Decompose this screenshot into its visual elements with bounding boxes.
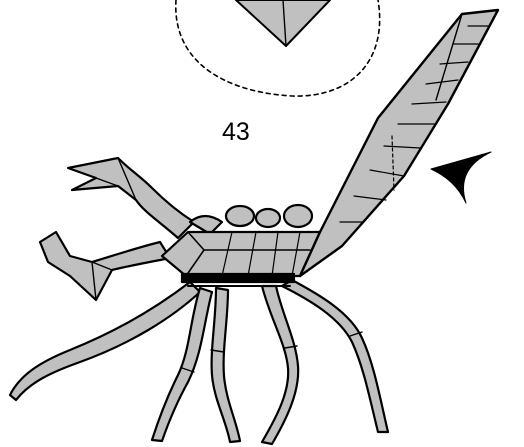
push-arrow-icon <box>431 152 491 203</box>
step-number: 43 <box>222 118 250 147</box>
triangle-flap-icon <box>236 0 330 46</box>
scorpion-head <box>226 205 312 227</box>
scorpion-tail <box>300 10 498 276</box>
scorpion-body <box>162 232 320 286</box>
scorpion-legs <box>10 280 388 444</box>
